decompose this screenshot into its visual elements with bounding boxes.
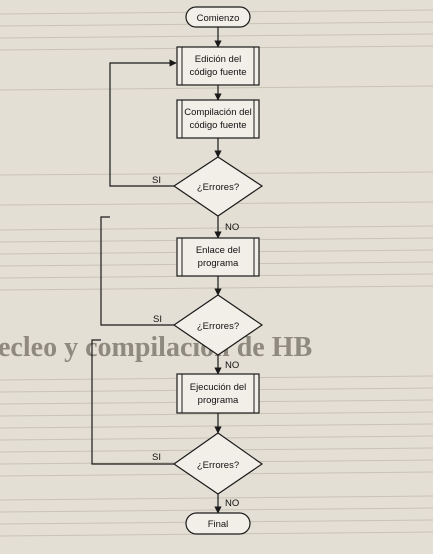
decision1-no-label: NO [225, 222, 239, 233]
link-label-line2: programa [198, 258, 239, 269]
decision2-no-label: NO [225, 360, 239, 371]
edit-label-line1: Edición del [195, 54, 241, 65]
run-process-box [176, 373, 260, 414]
run-label-line1: Ejecución del [190, 382, 247, 393]
edit-label-line2: código fuente [189, 67, 246, 78]
link-label-line1: Enlace del [196, 245, 240, 256]
loop-decision3-si [91, 339, 174, 465]
decision2-label: ¿Errores? [197, 321, 239, 332]
decision1-si-label: SI [152, 175, 161, 186]
compile-process-box [176, 99, 260, 139]
end-label: Final [208, 519, 229, 530]
decision2-si-label: SI [153, 314, 162, 325]
loop-decision2-si [100, 216, 174, 326]
decision3-no-label: NO [225, 498, 239, 509]
edit-process-box [176, 46, 260, 86]
decision3-si-label: SI [152, 452, 161, 463]
bleed-heading: ecleo y compilación de HB [0, 332, 312, 363]
decision3-label: ¿Errores? [197, 460, 239, 471]
end-terminal [185, 512, 251, 535]
start-label: Comienzo [197, 13, 240, 24]
decision1-label: ¿Errores? [197, 182, 239, 193]
decision2-diamond [172, 294, 264, 356]
compile-label-line2: código fuente [189, 120, 246, 131]
compile-label-line1: Compilación del [184, 107, 252, 118]
decision1-diamond [172, 156, 264, 217]
link-process-box [176, 237, 260, 277]
run-label-line2: programa [198, 395, 239, 406]
loop-decision1-si [109, 59, 177, 187]
decision3-diamond [172, 432, 264, 495]
start-terminal [185, 6, 251, 28]
